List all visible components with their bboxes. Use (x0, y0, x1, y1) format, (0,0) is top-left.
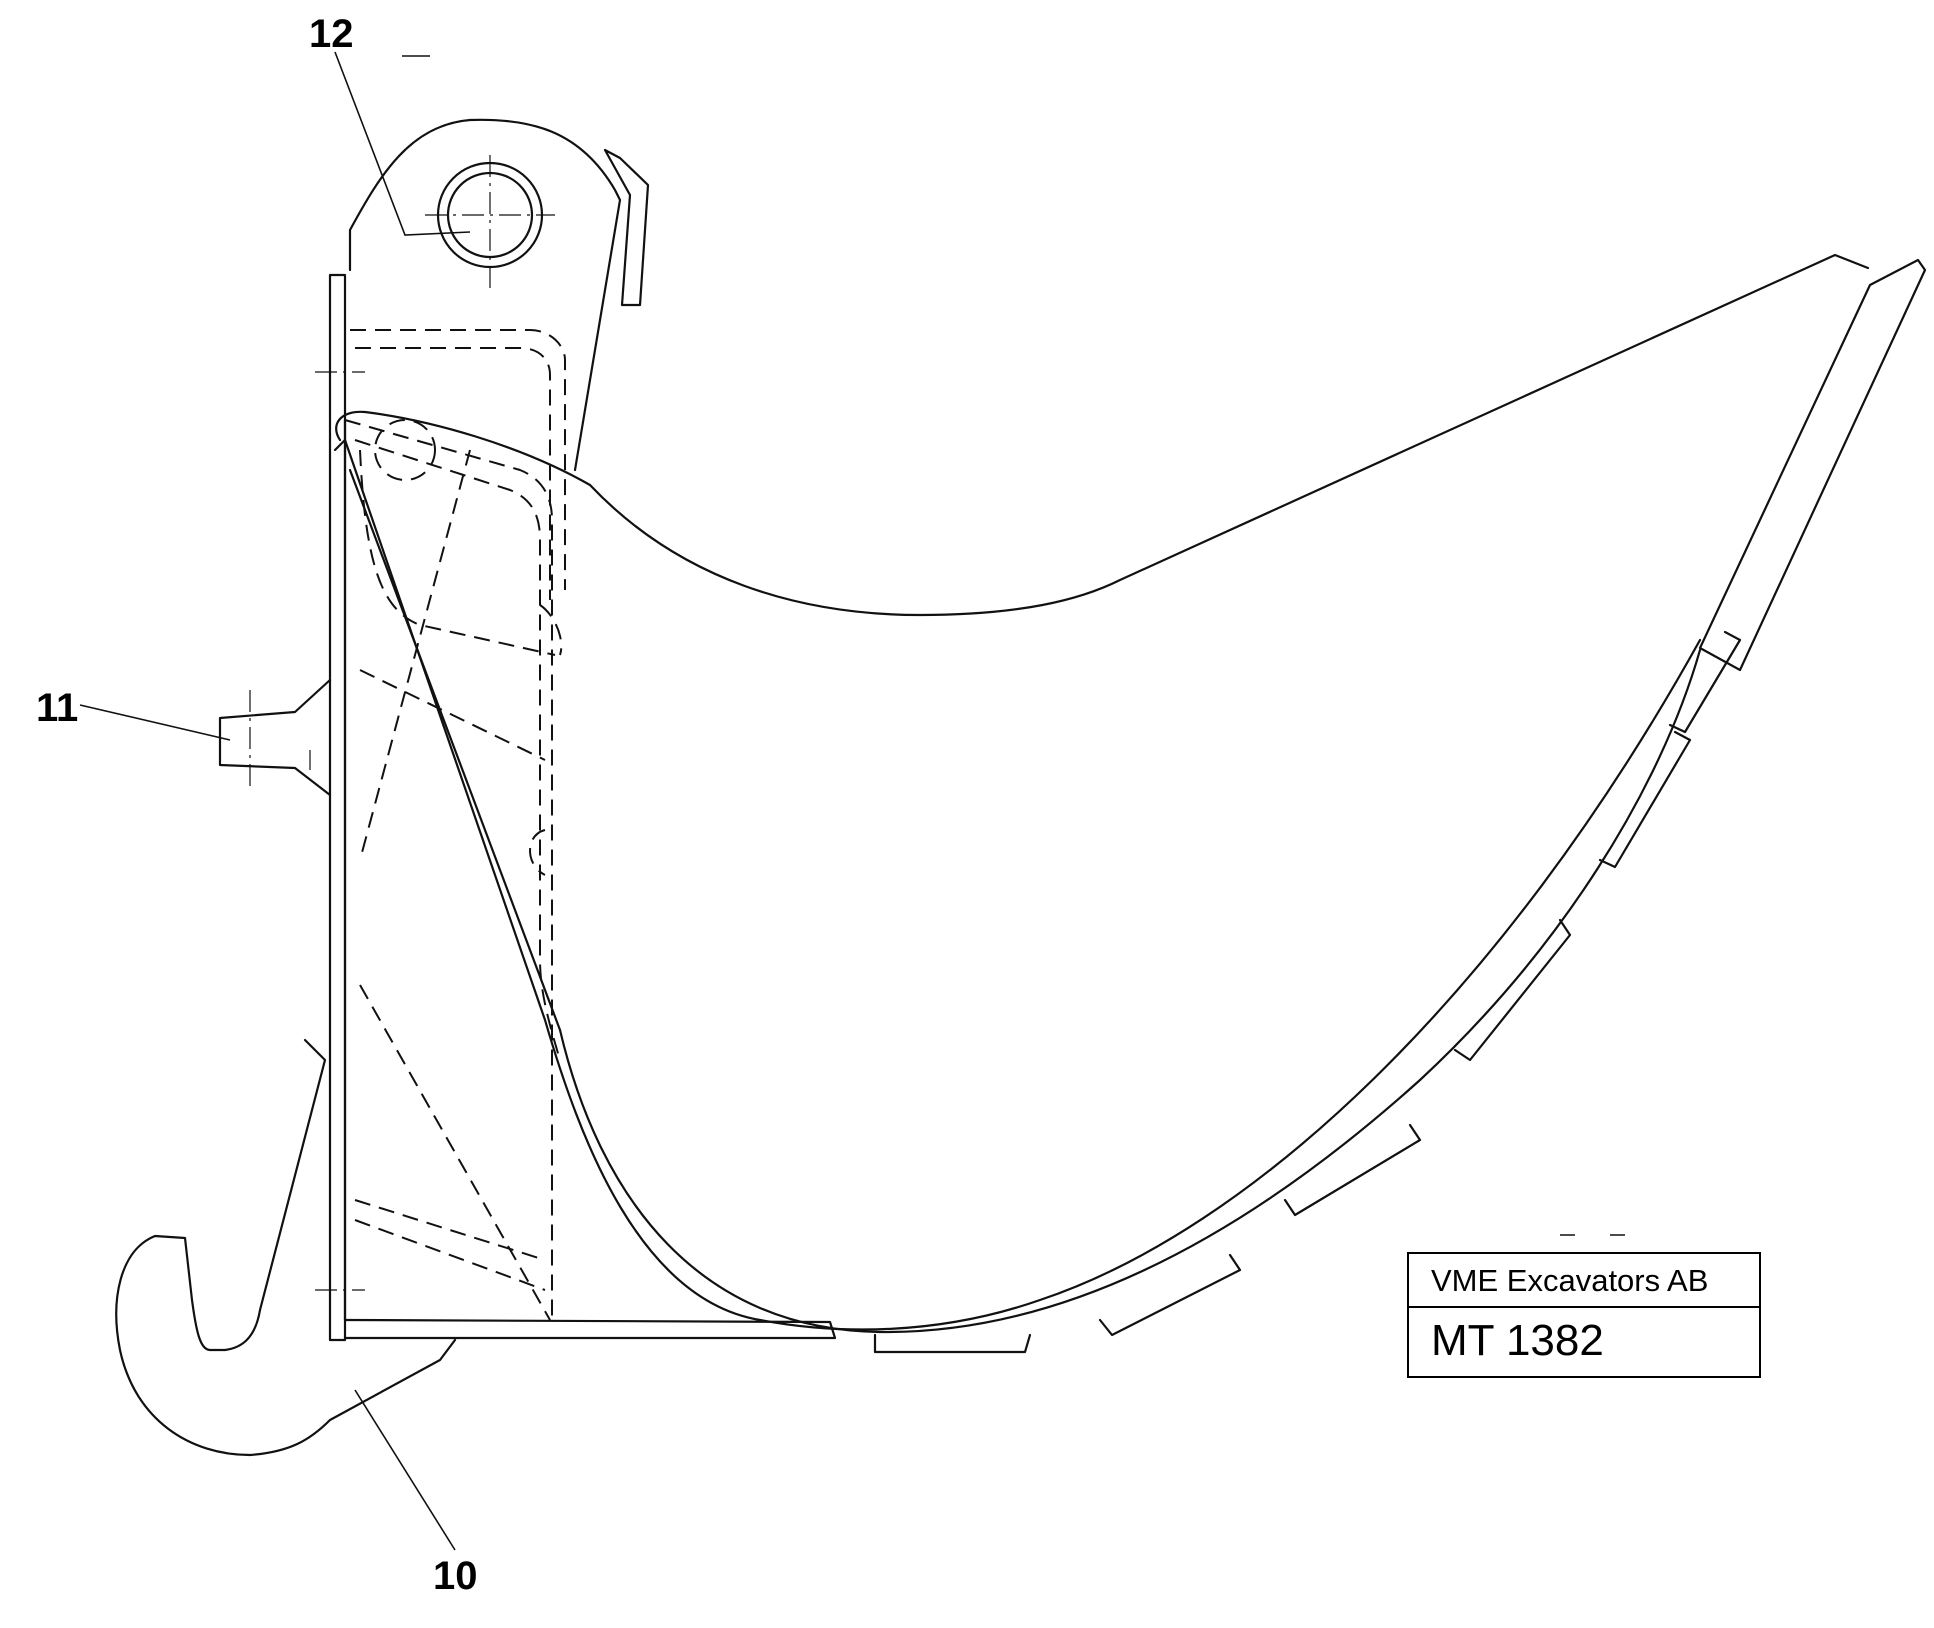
back-plate (328, 273, 347, 1342)
lug-cap-plate (603, 148, 650, 307)
hook (115, 1038, 457, 1457)
cutting-edge (1698, 258, 1927, 672)
boss (218, 678, 332, 797)
wear-plates (873, 630, 1742, 1354)
drawing-number: MT 1382 (1431, 1316, 1604, 1365)
floor-plate (343, 1318, 837, 1340)
callout-11: 11 (36, 686, 79, 730)
hidden-hole (374, 419, 436, 481)
company-name: VME Excavators AB (1409, 1254, 1759, 1308)
diagonal-brace (348, 468, 562, 1032)
title-block: VME Excavators AB MT 1382 (1407, 1252, 1761, 1378)
leader-10 (354, 1389, 456, 1551)
aux-center-lines (315, 371, 365, 1291)
bucket-side-profile (335, 253, 1870, 617)
leader-11 (79, 704, 231, 741)
bucket-shell-outer (558, 648, 1702, 1334)
hidden-members (344, 329, 566, 1321)
lug-bracket (348, 118, 622, 472)
pin-center-lines (425, 155, 555, 290)
callout-12: 12 (309, 12, 354, 56)
boss-center-lines (249, 690, 311, 790)
callout-10: 10 (433, 1554, 478, 1598)
bucket-side-rim (333, 438, 1702, 1331)
leader-12 (334, 51, 471, 236)
drawing-marks (402, 55, 1625, 1236)
